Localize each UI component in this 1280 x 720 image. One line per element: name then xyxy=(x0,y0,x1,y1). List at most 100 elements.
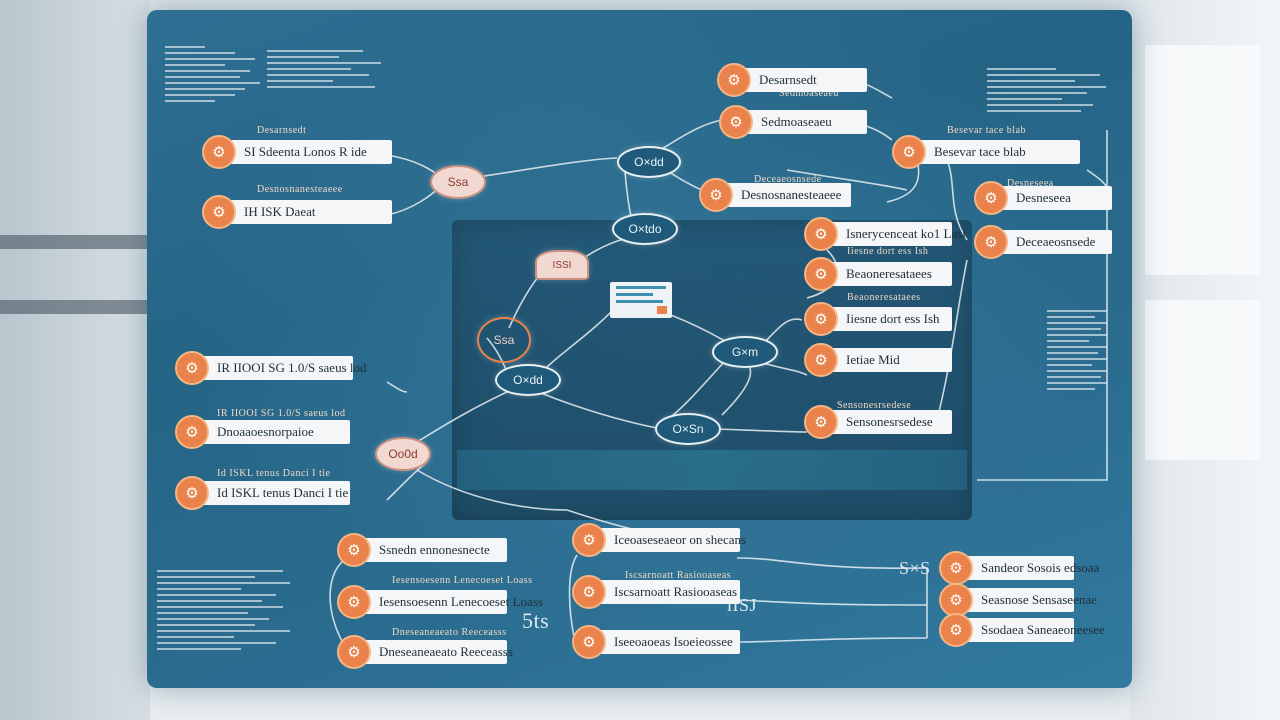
central-document-card[interactable] xyxy=(610,282,672,318)
node-n14[interactable]: ⚙ IR IIOOI SG 1.0/S saeus lod xyxy=(175,351,367,385)
text-line xyxy=(1047,346,1107,348)
gear-icon: ⚙ xyxy=(202,135,236,169)
hub-node[interactable]: Oo0d xyxy=(375,437,431,471)
link xyxy=(946,159,968,241)
node-n9[interactable]: ⚙ Isnerycenceat ko1 Lasi xyxy=(804,217,966,251)
hub-label: O×dd xyxy=(513,373,543,387)
hub-label: G×m xyxy=(731,345,759,359)
node-n4[interactable]: ⚙ IH ISK Daeat xyxy=(202,195,392,229)
node-label: IR IIOOI SG 1.0/S saeus lod xyxy=(201,356,367,380)
node-n25[interactable]: ⚙ Ssodaea Saneaeoneesee xyxy=(939,613,1105,647)
node-n16[interactable]: ⚙ Id ISKL tenus Danci I tie xyxy=(175,476,350,510)
link xyxy=(329,557,348,651)
diagram-panel: ISSI Ssa O×dd O×tdo G×m O×dd O×Sn Oo0d S… xyxy=(147,10,1132,688)
text-block xyxy=(1047,310,1107,394)
text-line xyxy=(1047,352,1098,354)
text-block xyxy=(157,570,297,654)
link xyxy=(786,169,908,191)
text-line xyxy=(157,612,248,614)
node-label: Desneseea xyxy=(1000,186,1112,210)
text-line xyxy=(165,94,235,96)
caption: Desneseea xyxy=(1007,178,1054,189)
link xyxy=(416,469,568,511)
node-n2[interactable]: ⚙ Sedmoaseaeu xyxy=(719,105,867,139)
text-line xyxy=(1047,322,1107,324)
text-line xyxy=(165,88,245,90)
node-n21[interactable]: ⚙ Iscsarnoatt Rasiooaseas xyxy=(572,575,740,609)
caption: IR IIOOI SG 1.0/S saeus lod xyxy=(217,408,346,419)
text-line xyxy=(1047,382,1107,384)
gear-icon: ⚙ xyxy=(974,181,1008,215)
gear-icon: ⚙ xyxy=(202,195,236,229)
text-line xyxy=(987,110,1081,112)
gear-icon: ⚙ xyxy=(974,225,1008,259)
background-shelf xyxy=(0,235,150,249)
node-label: Ssnedn ennonesnecte xyxy=(363,538,507,562)
node-n5[interactable]: ⚙ Desnosnanesteaeee xyxy=(699,178,851,212)
text-line xyxy=(987,74,1100,76)
monitor-glow-band xyxy=(457,450,967,490)
node-n22[interactable]: ⚙ Iseeoaoeas Isoeieossee xyxy=(572,625,740,659)
node-n7[interactable]: ⚙ Desneseea xyxy=(974,181,1112,215)
node-label: IH ISK Daeat xyxy=(228,200,392,224)
node-n3[interactable]: ⚙ SI Sdeenta Lonos R ide xyxy=(202,135,392,169)
link xyxy=(736,637,928,643)
node-label: Besevar tace blab xyxy=(918,140,1080,164)
node-label: Dneseaneaeato Reeceasss xyxy=(363,640,513,664)
hub-label: Ssa xyxy=(447,175,469,189)
gear-icon: ⚙ xyxy=(804,405,838,439)
text-line xyxy=(987,104,1094,106)
hub-node[interactable]: O×dd xyxy=(617,146,681,178)
text-line xyxy=(987,68,1056,70)
hub-node[interactable]: O×dd xyxy=(495,364,561,396)
node-n18[interactable]: ⚙ Iesensoesenn Lenecoeset Loass xyxy=(337,585,543,619)
cloud-node[interactable]: ISSI xyxy=(535,250,589,280)
node-n13[interactable]: ⚙ Sensonesrsedese xyxy=(804,405,952,439)
node-n20[interactable]: ⚙ Iceoaseseaeor on shecans xyxy=(572,523,746,557)
gear-icon: ⚙ xyxy=(572,625,606,659)
hub-node[interactable]: Ssa xyxy=(477,317,531,363)
gear-icon: ⚙ xyxy=(175,476,209,510)
hub-label: O×dd xyxy=(634,155,664,169)
node-n10[interactable]: ⚙ Beaoneresataees xyxy=(804,257,952,291)
gear-icon: ⚙ xyxy=(717,63,751,97)
node-n1[interactable]: ⚙ Desarnsedt xyxy=(717,63,867,97)
gear-icon: ⚙ xyxy=(572,575,606,609)
gear-icon: ⚙ xyxy=(572,523,606,557)
node-n23[interactable]: ⚙ Sandeor Sosois edsoaa xyxy=(939,551,1099,585)
text-line xyxy=(165,46,205,48)
node-n6[interactable]: ⚙ Besevar tace blab xyxy=(892,135,1080,169)
hub-label: Ssa xyxy=(493,333,515,347)
node-n17[interactable]: ⚙ Ssnedn ennonesnecte xyxy=(337,533,507,567)
node-label: Ietiae Mid xyxy=(830,348,952,372)
text-line xyxy=(157,594,276,596)
hub-node[interactable]: O×tdo xyxy=(612,213,678,245)
hub-label: O×Sn xyxy=(672,422,704,436)
text-line xyxy=(157,618,269,620)
node-n24[interactable]: ⚙ Seasnose Sensaseenae xyxy=(939,583,1097,617)
caption: Iiesne dort ess Ish xyxy=(847,246,929,257)
node-n12[interactable]: ⚙ Ietiae Mid xyxy=(804,343,952,377)
text-line xyxy=(267,50,363,52)
text-line xyxy=(267,62,381,64)
node-n19[interactable]: ⚙ Dneseaneaeato Reeceasss xyxy=(337,635,513,669)
text-line xyxy=(267,68,351,70)
hub-node[interactable]: G×m xyxy=(712,336,778,368)
text-line xyxy=(165,52,235,54)
gear-icon: ⚙ xyxy=(337,533,371,567)
gear-icon: ⚙ xyxy=(939,583,973,617)
node-label: Iceoaseseaeor on shecans xyxy=(598,528,746,552)
text-line xyxy=(1047,364,1092,366)
text-line xyxy=(987,80,1075,82)
background-window xyxy=(1145,300,1260,460)
text-line xyxy=(157,600,262,602)
hub-node[interactable]: O×Sn xyxy=(655,413,721,445)
node-label: Beaoneresataees xyxy=(830,262,952,286)
node-n15[interactable]: ⚙ Dnoaaoesnorpaioe xyxy=(175,415,350,449)
node-label: Dnoaaoesnorpaioe xyxy=(201,420,350,444)
node-n11[interactable]: ⚙ Iiesne dort ess Ish xyxy=(804,302,952,336)
text-block xyxy=(987,68,1112,116)
hub-node[interactable]: Ssa xyxy=(430,165,486,199)
node-n8[interactable]: ⚙ Deceaeosnsede xyxy=(974,225,1112,259)
link xyxy=(736,599,928,606)
